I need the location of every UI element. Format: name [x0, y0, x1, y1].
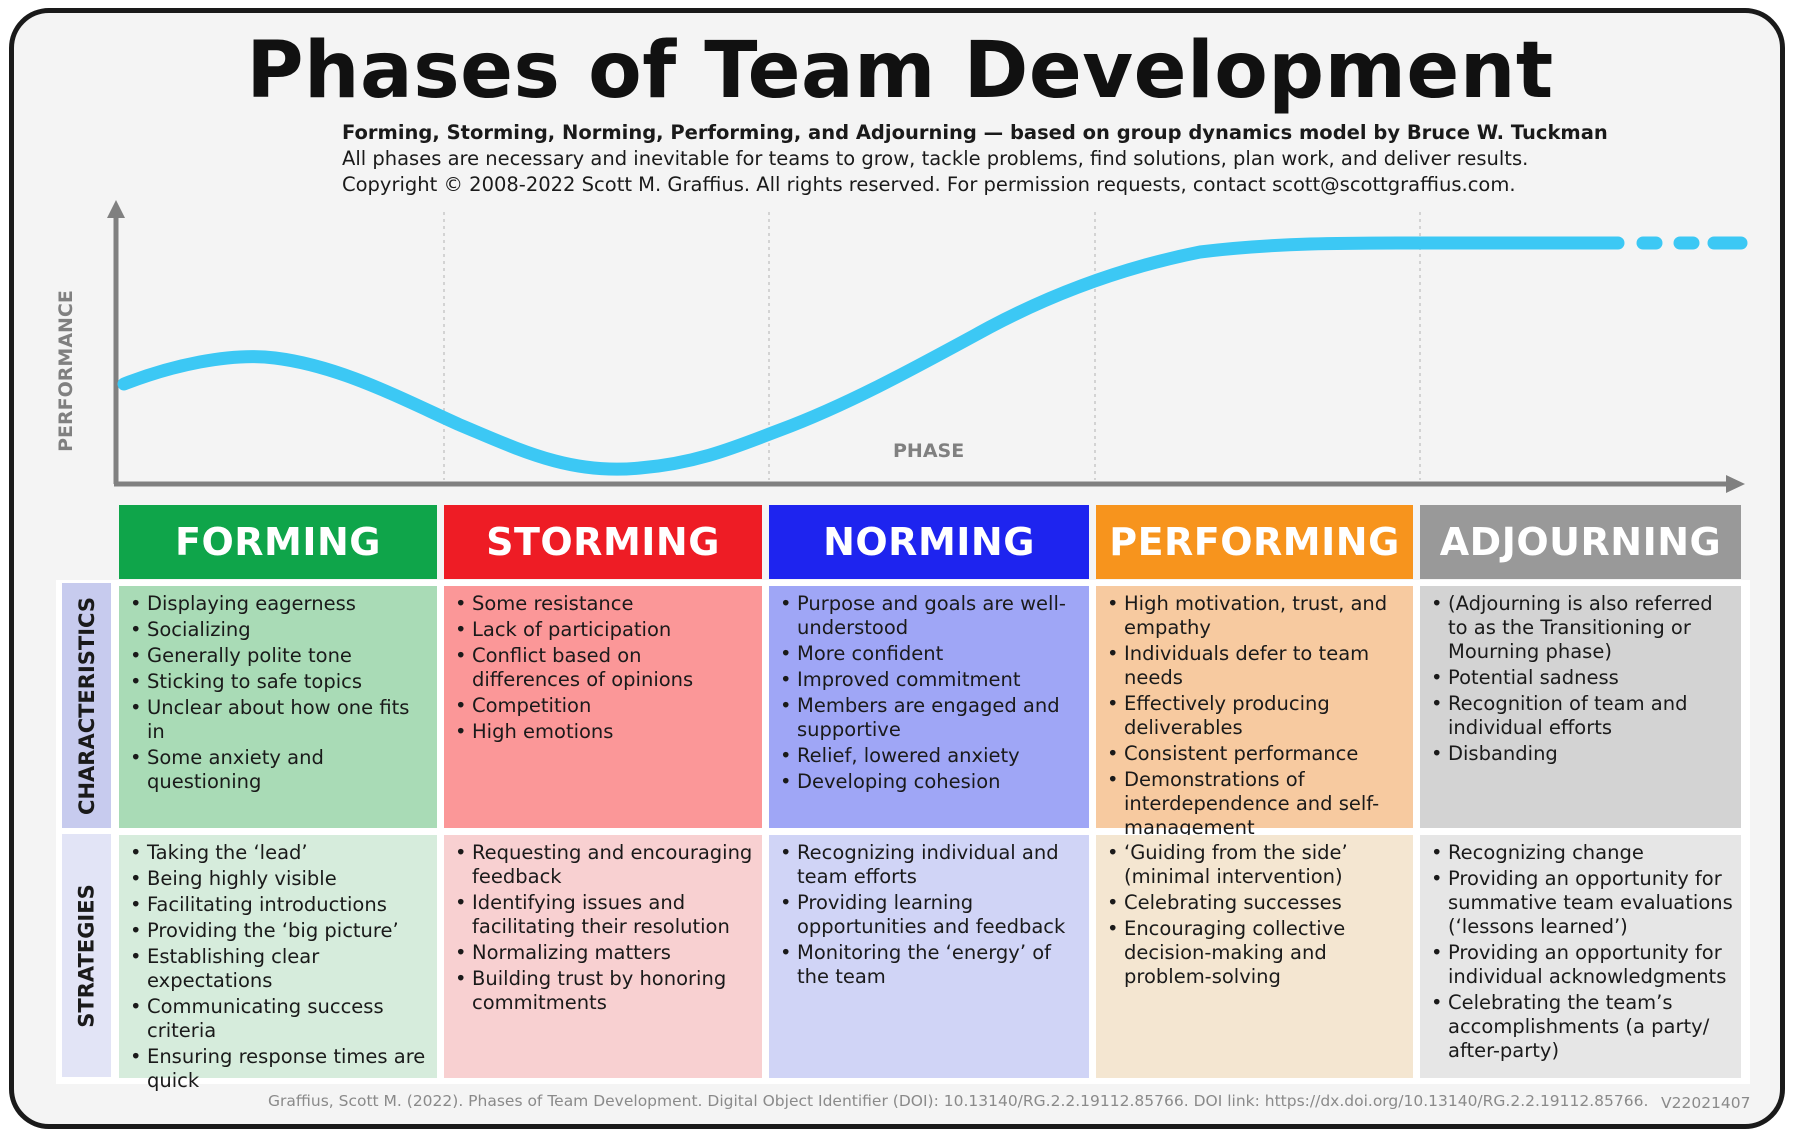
row-label-strategies-text: STRATEGIES [74, 883, 99, 1028]
header-forming: FORMING [119, 505, 437, 579]
performance-curve [117, 236, 1625, 476]
header-performing: PERFORMING [1096, 505, 1413, 579]
list-item: Improved commitment [777, 668, 1081, 692]
list-item: Normalizing matters [452, 941, 754, 965]
header-storming: STORMING [444, 505, 762, 579]
list-item: Effectively producing deliverables [1104, 692, 1405, 740]
list-item: Building trust by honoring commitments [452, 967, 754, 1015]
list-item: Lack of participation [452, 618, 754, 642]
subtitle-line-2: All phases are necessary and inevitable … [342, 147, 1529, 170]
list-item: Recognizing change [1428, 841, 1733, 865]
header-norming: NORMING [769, 505, 1089, 579]
citation-footer: Graffius, Scott M. (2022). Phases of Tea… [268, 1092, 1649, 1110]
list-item: Displaying eagerness [127, 592, 429, 616]
norming-strategies: Recognizing individual and team efforts … [769, 835, 1089, 1078]
list-item: Unclear about how one fits in [127, 696, 429, 744]
forming-characteristics: Displaying eagerness Socializing General… [119, 586, 437, 828]
list-item: Monitoring the ‘energy’ of the team [777, 941, 1081, 989]
y-axis-arrow [107, 200, 125, 218]
list-item: Consistent performance [1104, 742, 1405, 766]
list-item: Competition [452, 694, 754, 718]
list-item: Encouraging collective decision-making a… [1104, 917, 1405, 989]
list-item: Celebrating the team’s accomplishments (… [1428, 991, 1733, 1063]
list-item: Requesting and encouraging feedback [452, 841, 754, 889]
list-item: Being highly visible [127, 867, 429, 891]
norming-characteristics: Purpose and goals are well-understood Mo… [769, 586, 1089, 828]
x-axis-label: PHASE [893, 440, 965, 462]
list-item: Providing an opportunity for individual … [1428, 941, 1733, 989]
list-item: High emotions [452, 720, 754, 744]
list-item: High motivation, trust, and empathy [1104, 592, 1405, 640]
header-adjourning: ADJOURNING [1420, 505, 1741, 579]
adjourning-strategies: Recognizing change Providing an opportun… [1420, 835, 1741, 1078]
performing-strategies: ‘Guiding from the side’ (minimal interve… [1096, 835, 1413, 1078]
list-item: Identifying issues and facilitating thei… [452, 891, 754, 939]
list-item: More confident [777, 642, 1081, 666]
list-item: Providing the ‘big picture’ [127, 919, 429, 943]
list-item: (Adjourning is also referred to as the T… [1428, 592, 1733, 664]
x-axis-arrow [1726, 475, 1745, 493]
list-item: Ensuring response times are quick [127, 1045, 429, 1093]
subtitle-line-3: Copyright © 2008-2022 Scott M. Graffius.… [342, 173, 1516, 196]
list-item: Disbanding [1428, 742, 1733, 766]
forming-strategies: Taking the ‘lead’ Being highly visible F… [119, 835, 437, 1092]
row-label-characteristics: CHARACTERISTICS [62, 583, 111, 828]
adjourning-characteristics: (Adjourning is also referred to as the T… [1420, 586, 1741, 828]
list-item: Developing cohesion [777, 770, 1081, 794]
y-axis-label: PERFORMANCE [55, 290, 77, 452]
storming-strategies: Requesting and encouraging feedback Iden… [444, 835, 762, 1078]
row-label-strategies: STRATEGIES [62, 834, 111, 1077]
list-item: Recognition of team and individual effor… [1428, 692, 1733, 740]
storming-characteristics: Some resistance Lack of participation Co… [444, 586, 762, 828]
list-item: Members are engaged and supportive [777, 694, 1081, 742]
list-item: Generally polite tone [127, 644, 429, 668]
list-item: Celebrating successes [1104, 891, 1405, 915]
list-item: Facilitating introductions [127, 893, 429, 917]
version-label: V22021407 [1661, 1094, 1751, 1112]
performing-characteristics: High motivation, trust, and empathy Indi… [1096, 586, 1413, 839]
list-item: Potential sadness [1428, 666, 1733, 690]
list-item: Sticking to safe topics [127, 670, 429, 694]
list-item: Recognizing individual and team efforts [777, 841, 1081, 889]
list-item: Purpose and goals are well-understood [777, 592, 1081, 640]
list-item: Demonstrations of interdependence and se… [1104, 768, 1405, 840]
list-item: Individuals defer to team needs [1104, 642, 1405, 690]
list-item: Establishing clear expectations [127, 945, 429, 993]
page-title: Phases of Team Development [246, 26, 1554, 116]
subtitle-bold: Forming, Storming, Norming, Performing, … [342, 121, 1608, 144]
list-item: Some anxiety and questioning [127, 746, 429, 794]
performance-chart [107, 200, 1748, 493]
list-item: Relief, lowered anxiety [777, 744, 1081, 768]
list-item: Taking the ‘lead’ [127, 841, 429, 865]
list-item: ‘Guiding from the side’ (minimal interve… [1104, 841, 1405, 889]
list-item: Socializing [127, 618, 429, 642]
list-item: Providing an opportunity for summative t… [1428, 867, 1733, 939]
list-item: Some resistance [452, 592, 754, 616]
row-label-characteristics-text: CHARACTERISTICS [74, 596, 99, 815]
list-item: Conflict based on differences of opinion… [452, 644, 754, 692]
list-item: Providing learning opportunities and fee… [777, 891, 1081, 939]
list-item: Communicating success criteria [127, 995, 429, 1043]
